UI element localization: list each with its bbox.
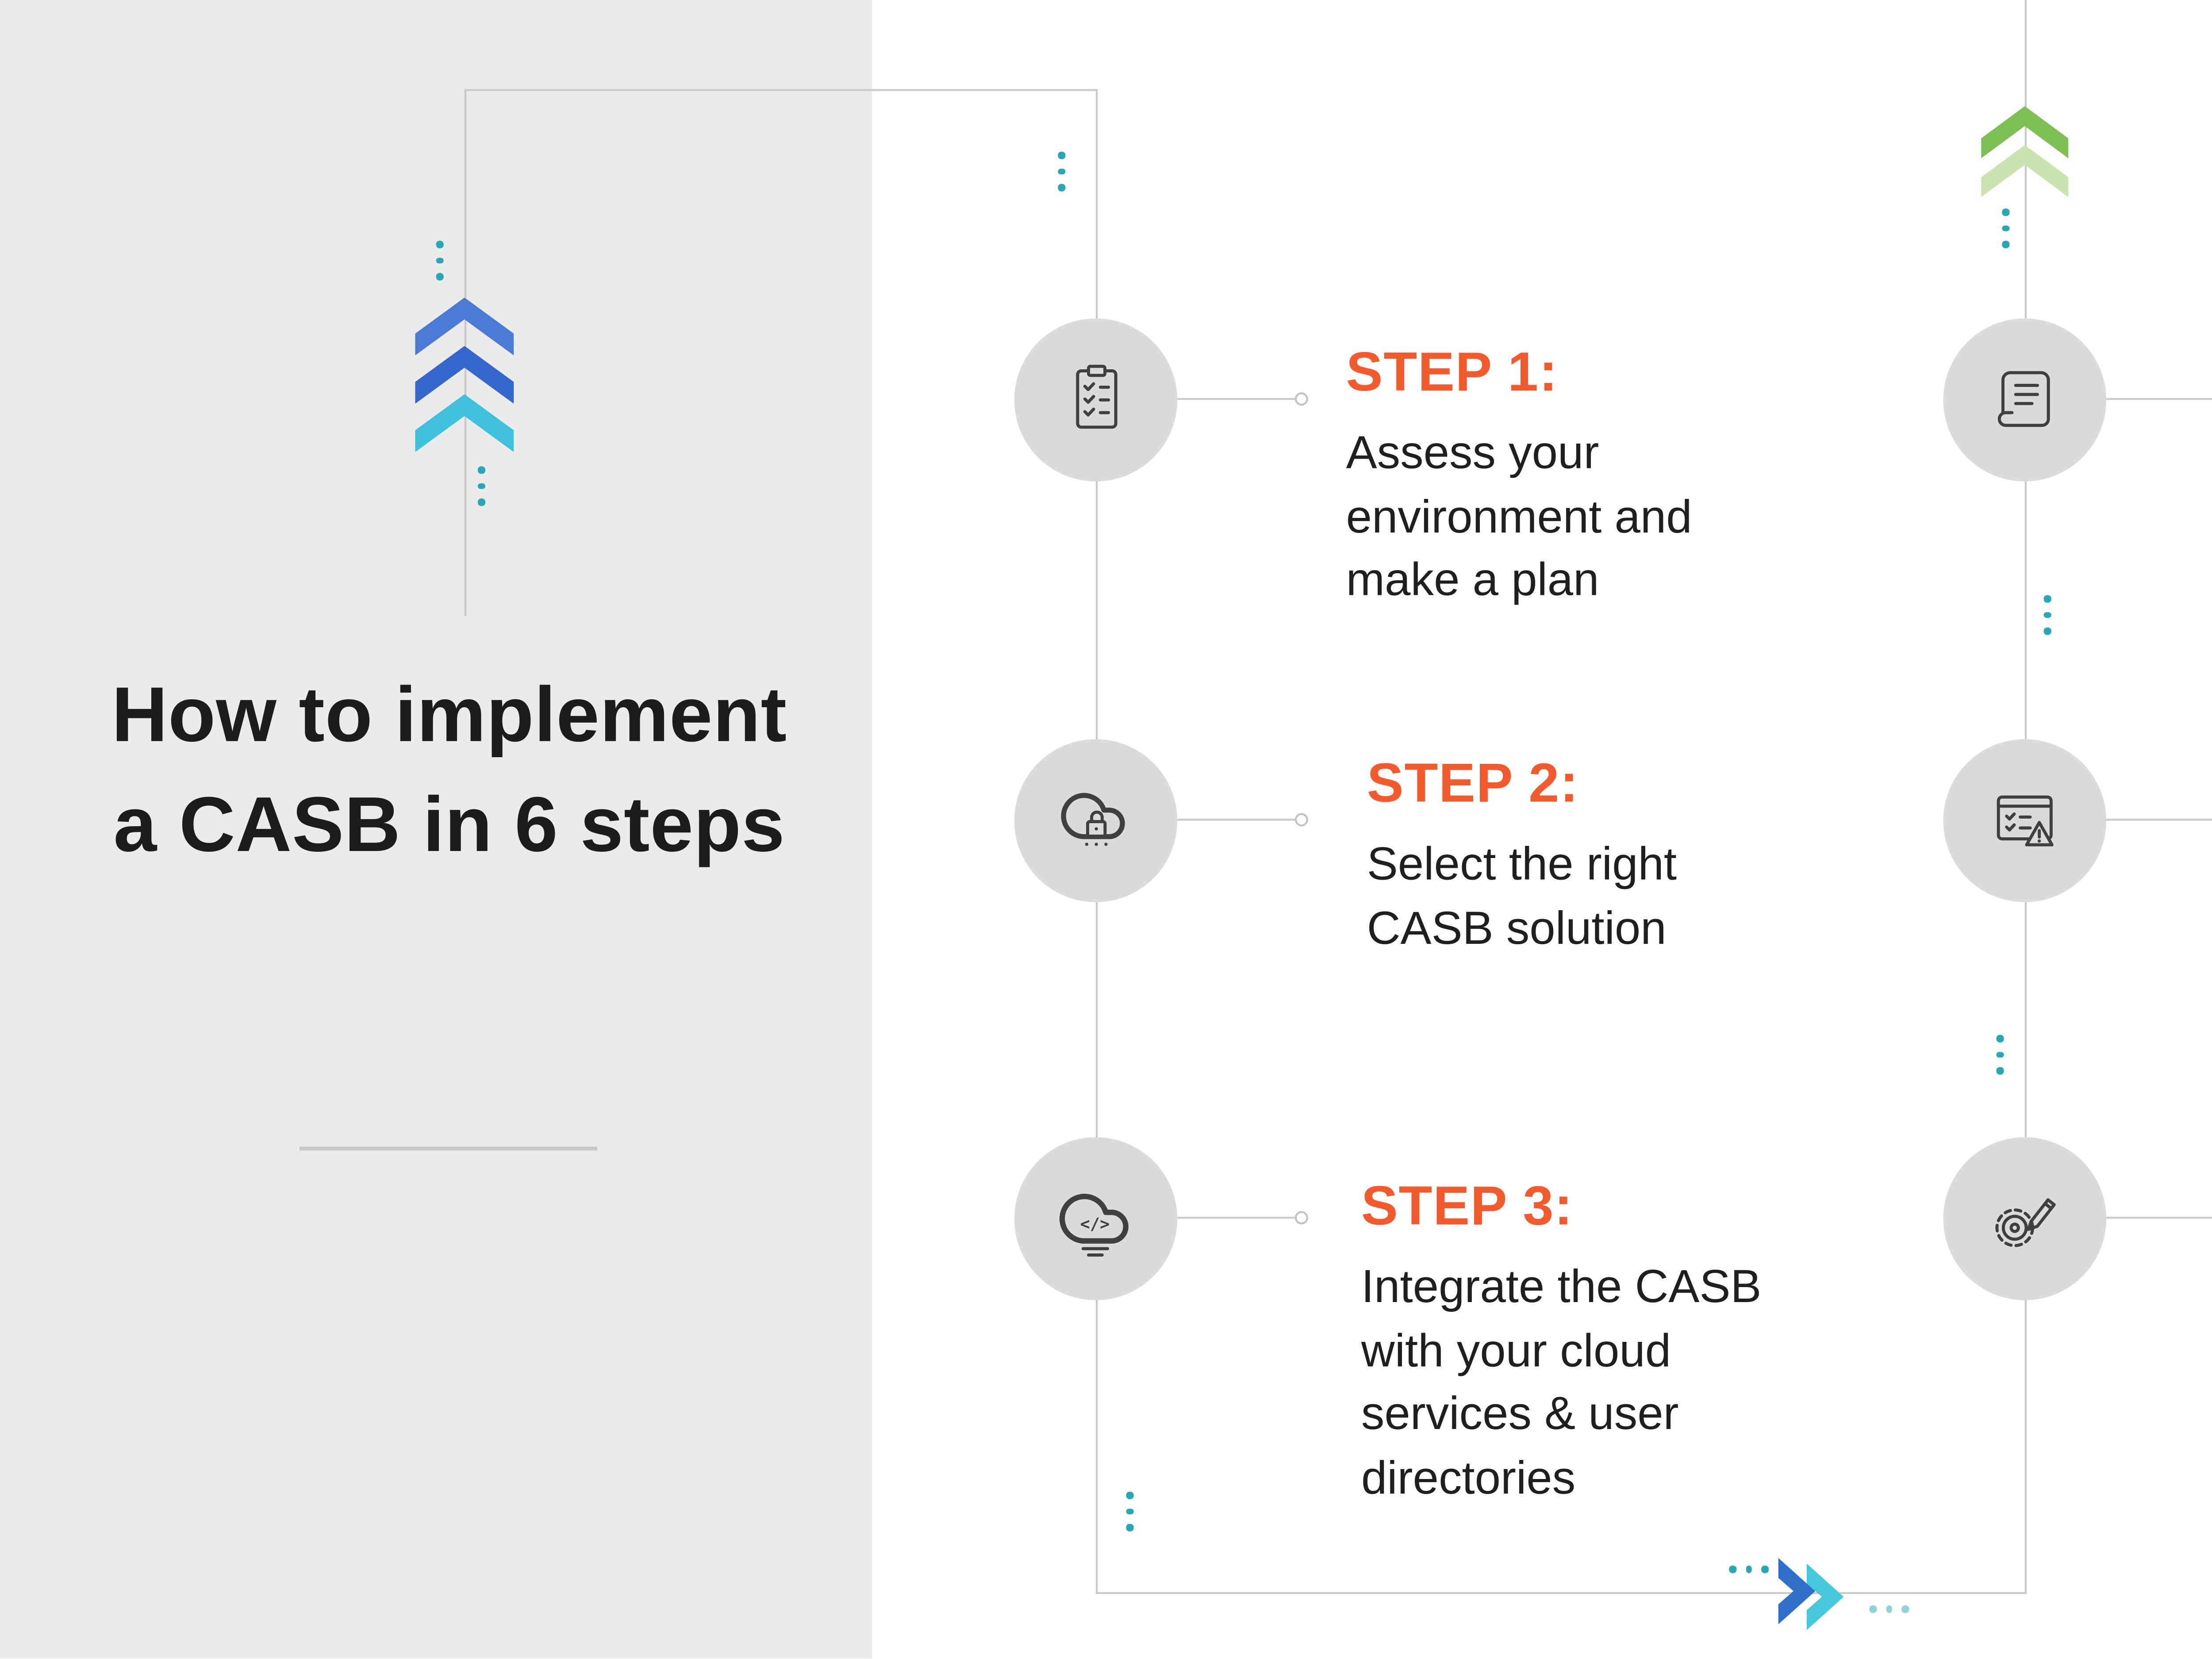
connector-line-top-left-horizontal [464, 89, 1098, 91]
clipboard-checklist-icon [1076, 364, 1118, 429]
double-up-chevron-green-icon [1981, 106, 2069, 197]
ellipsis-dots-icon [1869, 1605, 1909, 1613]
ellipsis-dots-icon [1996, 1034, 2003, 1074]
cloud-code-icon: </> [1059, 1194, 1129, 1257]
ellipsis-dots-icon [477, 466, 485, 506]
step-1-description: Assess your environment and make a plan [1346, 428, 1692, 607]
ellipsis-dots-icon [436, 241, 443, 280]
step-3-icon-circle: </> [1014, 1137, 1178, 1300]
ellipsis-dots-icon [1058, 151, 1065, 191]
step-1-connector [1177, 398, 1295, 400]
step-2-label: STEP 2: [1367, 754, 1579, 815]
step-3-description: Integrate the CASB with your cloud servi… [1361, 1262, 1762, 1505]
step-6-connector [2106, 398, 2212, 400]
step-3-connector [1177, 1217, 1295, 1219]
cloud-lock-icon [1061, 793, 1125, 846]
step-6-icon-circle [1943, 318, 2107, 482]
gear-pencil-icon [1995, 1198, 2056, 1247]
step-3-connector-dot [1294, 1211, 1308, 1225]
double-right-chevron-icon [1778, 1558, 1844, 1630]
step-3-label: STEP 3: [1361, 1177, 1574, 1238]
ellipsis-dots-icon [1729, 1565, 1769, 1573]
step-2-description: Select the right CASB solution [1367, 839, 1677, 954]
step-5-icon-circle [1943, 739, 2107, 902]
ellipsis-dots-icon [2002, 208, 2009, 248]
step-4-icon-circle [1943, 1137, 2107, 1300]
svg-text:</>: </> [1080, 1215, 1110, 1234]
step-5-connector [2106, 819, 2212, 821]
step-2-connector [1177, 819, 1295, 821]
step-2-icon-circle [1014, 739, 1178, 902]
connector-line-bottom-horizontal [1095, 1592, 2027, 1594]
ellipsis-dots-icon [1126, 1491, 1133, 1531]
checklist-alert-icon [1997, 795, 2054, 847]
step-4-connector [2106, 1217, 2212, 1219]
triple-up-chevron-icon [415, 297, 514, 452]
step-1-connector-dot [1294, 392, 1308, 406]
scroll-document-icon [1997, 371, 2050, 427]
step-1-label: STEP 1: [1346, 343, 1559, 404]
step-2-connector-dot [1294, 813, 1308, 827]
ellipsis-dots-icon [2043, 595, 2051, 635]
step-1-icon-circle [1014, 318, 1178, 482]
page-title: How to implement a CASB in 6 steps [111, 671, 787, 869]
title-divider [300, 1146, 597, 1151]
